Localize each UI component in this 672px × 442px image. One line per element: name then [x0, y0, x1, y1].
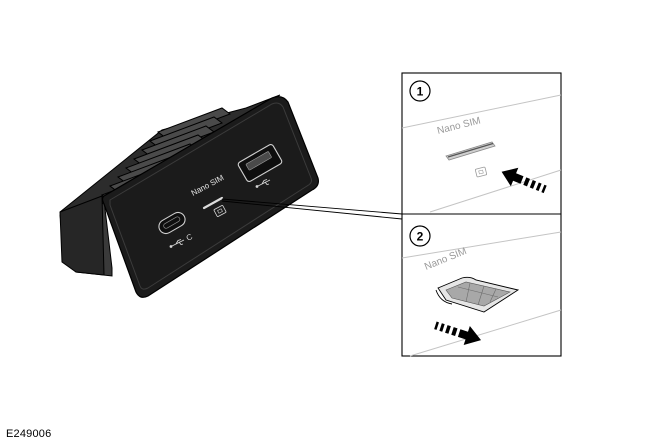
usb-c-label: C: [185, 232, 195, 243]
nano-sim-card: [435, 276, 520, 313]
arrow-insert-icon: [501, 167, 547, 194]
step-1-number: 1: [417, 85, 424, 99]
usb-c-port-icon: [158, 211, 186, 235]
usb-symbol-icon: [169, 239, 185, 248]
module-body-lower: [59, 195, 105, 276]
step-1-badge: [409, 80, 431, 102]
step-2-badge: [409, 225, 431, 247]
arrow-remove-icon: [434, 321, 482, 346]
usb-a-port-icon: [237, 144, 283, 182]
step-1-sim-slot: [445, 141, 496, 161]
figure-code: E249006: [6, 428, 52, 440]
usb-sim-module: C Nano SIM: [59, 94, 319, 298]
sim-slot: [202, 196, 224, 210]
leader-lines: [221, 198, 403, 220]
detail-panel: 1 Nano SIM: [401, 72, 562, 357]
usb-symbol-icon: [255, 179, 271, 188]
step-2-number: 2: [417, 230, 424, 244]
sim-tray-icon: [474, 166, 488, 178]
sim-tray-icon: [213, 205, 227, 217]
module-front-face: [101, 96, 319, 298]
